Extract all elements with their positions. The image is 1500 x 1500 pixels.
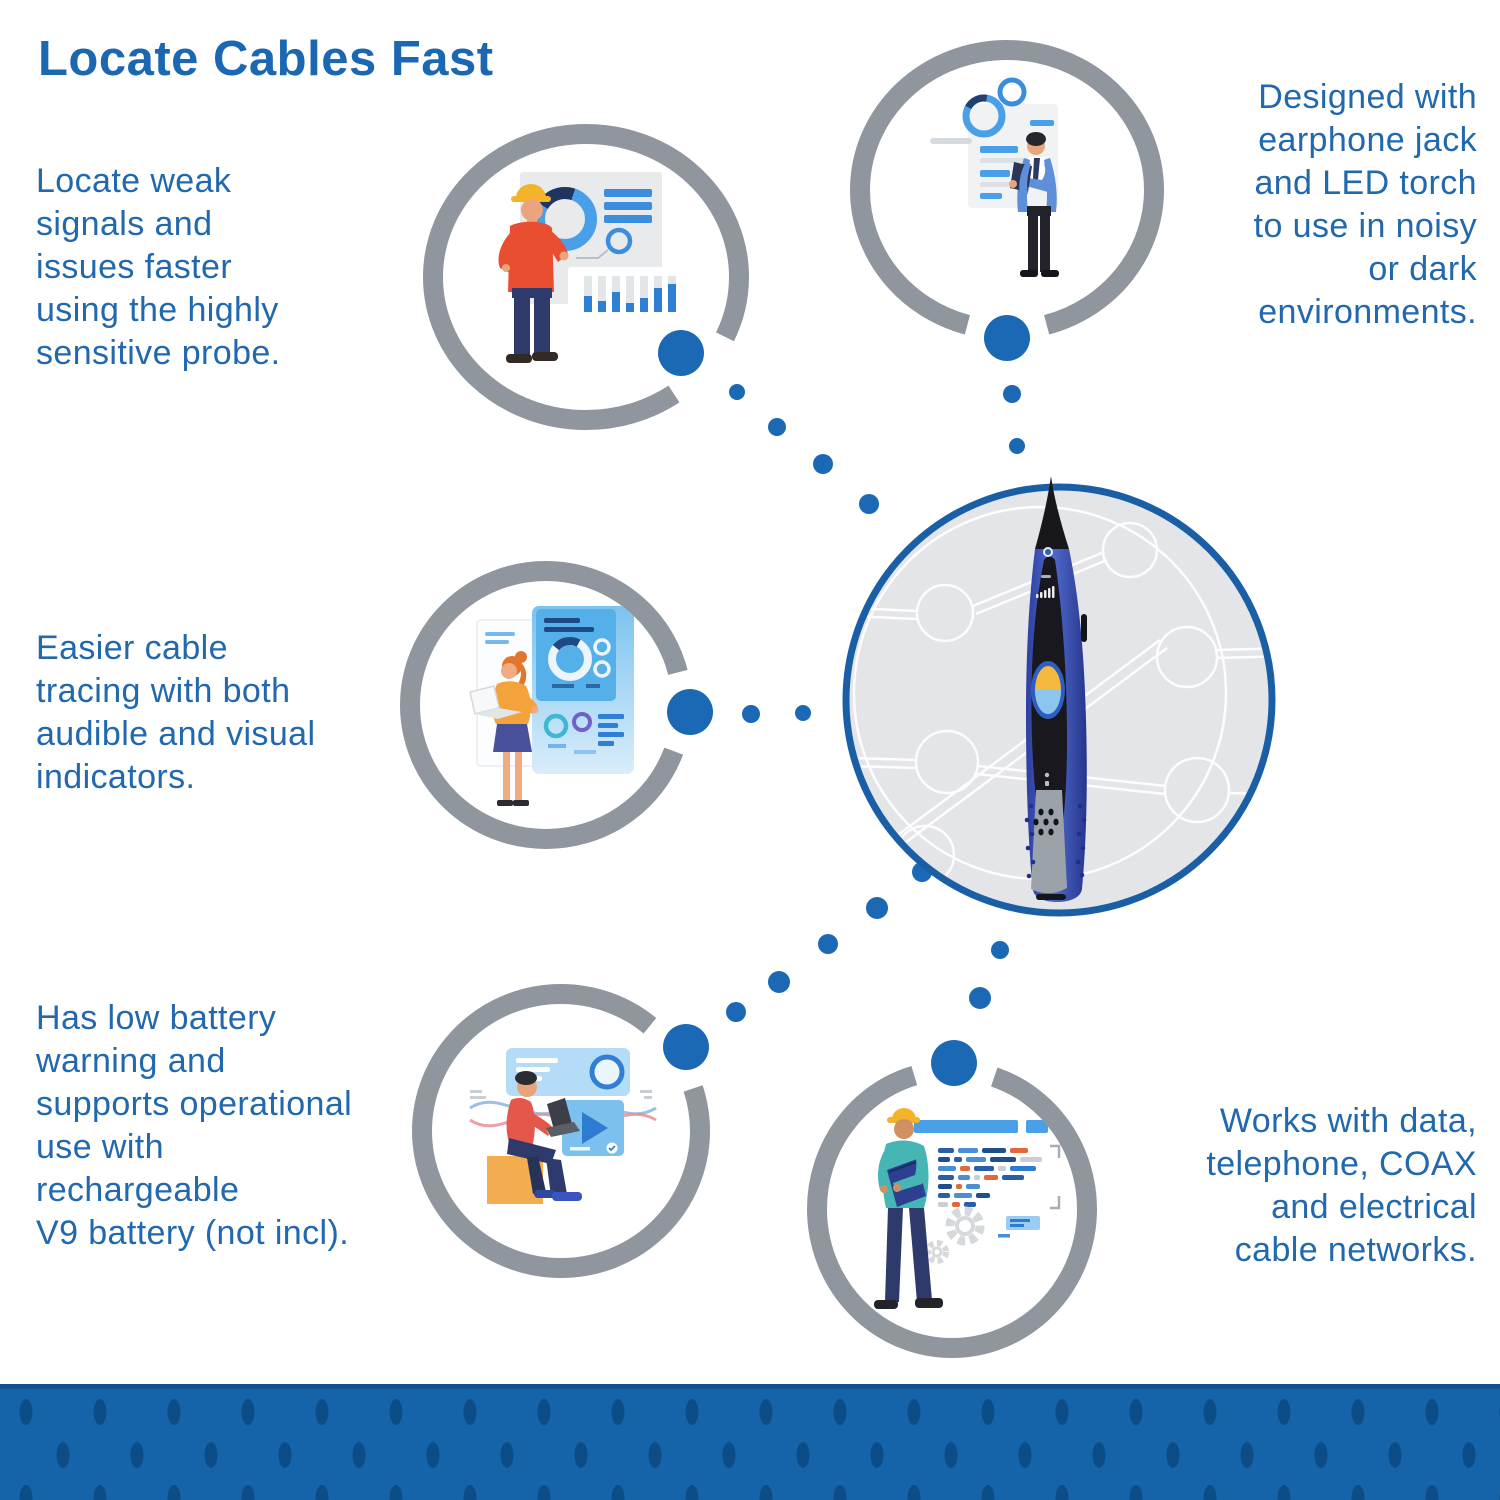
businessman-with-tablet-illustration (930, 77, 1059, 277)
ring-bottom-right (807, 1060, 1097, 1358)
businessman-figure (1009, 132, 1059, 277)
connector-dot-trails (658, 315, 1030, 1086)
play-button-icon (582, 1112, 608, 1144)
led-torch-icon (1041, 575, 1051, 578)
ring-top-right (850, 40, 1164, 340)
connector-dot (859, 494, 879, 514)
connector-dot (1003, 385, 1021, 403)
ring-middle-left (400, 561, 692, 849)
connector-dot (991, 941, 1009, 959)
small-ring-icon (605, 227, 633, 255)
engineer-presenting-charts-illustration (498, 172, 684, 363)
center-product-circle (842, 476, 1276, 917)
speaker-holes (1033, 808, 1059, 836)
code-lines (938, 1148, 1042, 1207)
cable-probe-product-image (1024, 476, 1087, 902)
sitting-man-figure (506, 1071, 582, 1201)
page-title: Locate Cables Fast (38, 32, 494, 86)
connector-dot-large (931, 1040, 977, 1086)
earphone-jack-slot (1081, 614, 1087, 642)
probe-tip (1035, 476, 1069, 549)
connector-dot (729, 384, 745, 400)
signal-bars-icon (1036, 586, 1055, 598)
teal-donut-icon (543, 713, 569, 739)
feature-rings (400, 40, 1164, 1358)
connector-dot-large (663, 1024, 709, 1070)
connector-dot (726, 1002, 746, 1022)
bar-chart-icon (584, 276, 676, 312)
woman-with-laptop-dashboards-illustration (469, 606, 634, 806)
panel-ring-icon (589, 1054, 625, 1090)
bottom-banner (0, 1384, 1500, 1500)
probe-speaker-panel (1031, 790, 1067, 894)
gear-icon (925, 1206, 985, 1264)
engineer-clipboard-figure (874, 1108, 943, 1309)
connector-dot (795, 705, 811, 721)
connector-dot (768, 418, 786, 436)
ring-top-left (423, 124, 749, 430)
ring-bottom-left (412, 984, 710, 1278)
purple-donut-icon (572, 712, 592, 732)
connector-dot (818, 934, 838, 954)
connector-dot (1009, 438, 1025, 454)
small-ring-chart-icon (997, 77, 1027, 107)
man-sitting-with-laptop-illustration (469, 1048, 657, 1204)
woman-figure (469, 651, 539, 806)
connector-dot (768, 971, 790, 993)
connector-dot-large (984, 315, 1030, 361)
grip-dimples (1024, 803, 1087, 879)
connector-dot-large (667, 689, 713, 735)
connector-dot-large (658, 330, 704, 376)
connector-dot (813, 454, 833, 474)
connector-dot (742, 705, 760, 723)
engineer-figure (498, 184, 569, 363)
connector-dot (866, 897, 888, 919)
connector-dot (969, 987, 991, 1009)
engineer-with-clipboard-code-illustration (874, 1108, 1061, 1309)
